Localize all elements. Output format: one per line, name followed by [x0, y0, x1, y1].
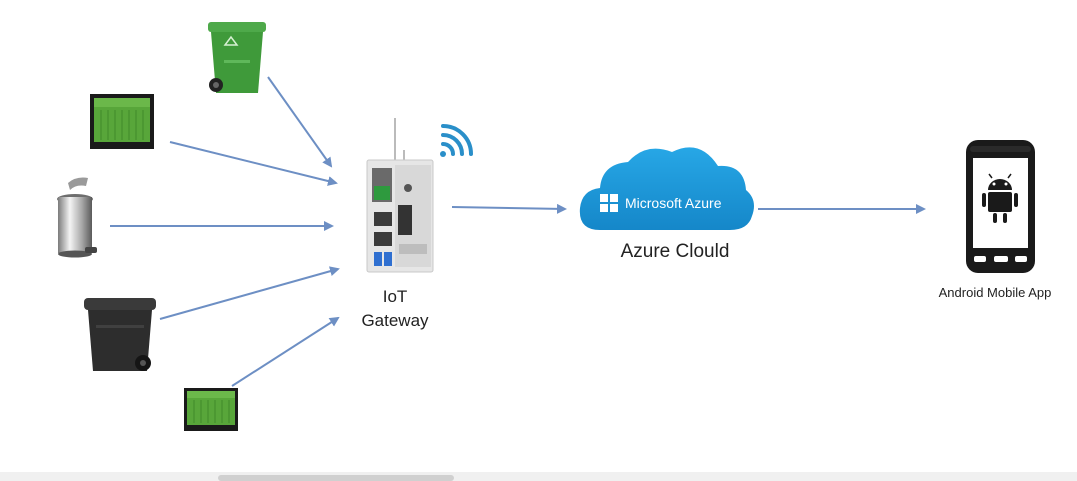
- green-wheelie-bin-icon: [208, 22, 266, 93]
- android-phone-icon: [966, 140, 1035, 273]
- arrow-bin1-to-gateway: [267, 76, 333, 168]
- android-robot-icon: [982, 173, 1018, 223]
- connection-arrows: [110, 76, 926, 387]
- arrow-bin4-to-gateway: [159, 266, 340, 320]
- black-wheelie-bin-icon: [84, 298, 156, 371]
- android-app-caption: Android Mobile App: [938, 285, 1052, 300]
- steel-pedal-bin-icon: [57, 177, 97, 258]
- green-dumpster-icon: [90, 94, 154, 149]
- arrow-gateway-to-cloud: [451, 203, 567, 214]
- arrow-bin5-to-gateway: [231, 316, 340, 387]
- wifi-signal-icon: [440, 124, 473, 157]
- azure-brand-text: Microsoft Azure: [625, 195, 722, 211]
- small-green-dumpster-icon: [184, 388, 238, 431]
- azure-cloud-caption: Azure Clould: [620, 241, 730, 262]
- horizontal-scrollbar[interactable]: [0, 472, 1077, 481]
- gateway-label-line1: IoT: [382, 287, 408, 306]
- arrow-bin2-to-gateway: [169, 141, 338, 186]
- windows-logo-icon: [600, 194, 618, 212]
- iot-gateway-device-icon: [366, 118, 434, 273]
- azure-cloud-icon: Microsoft Azure: [579, 147, 754, 230]
- scrollbar-thumb[interactable]: [218, 475, 454, 481]
- gateway-label-line2: Gateway: [361, 311, 429, 330]
- gateway-label: IoT Gateway: [350, 285, 440, 333]
